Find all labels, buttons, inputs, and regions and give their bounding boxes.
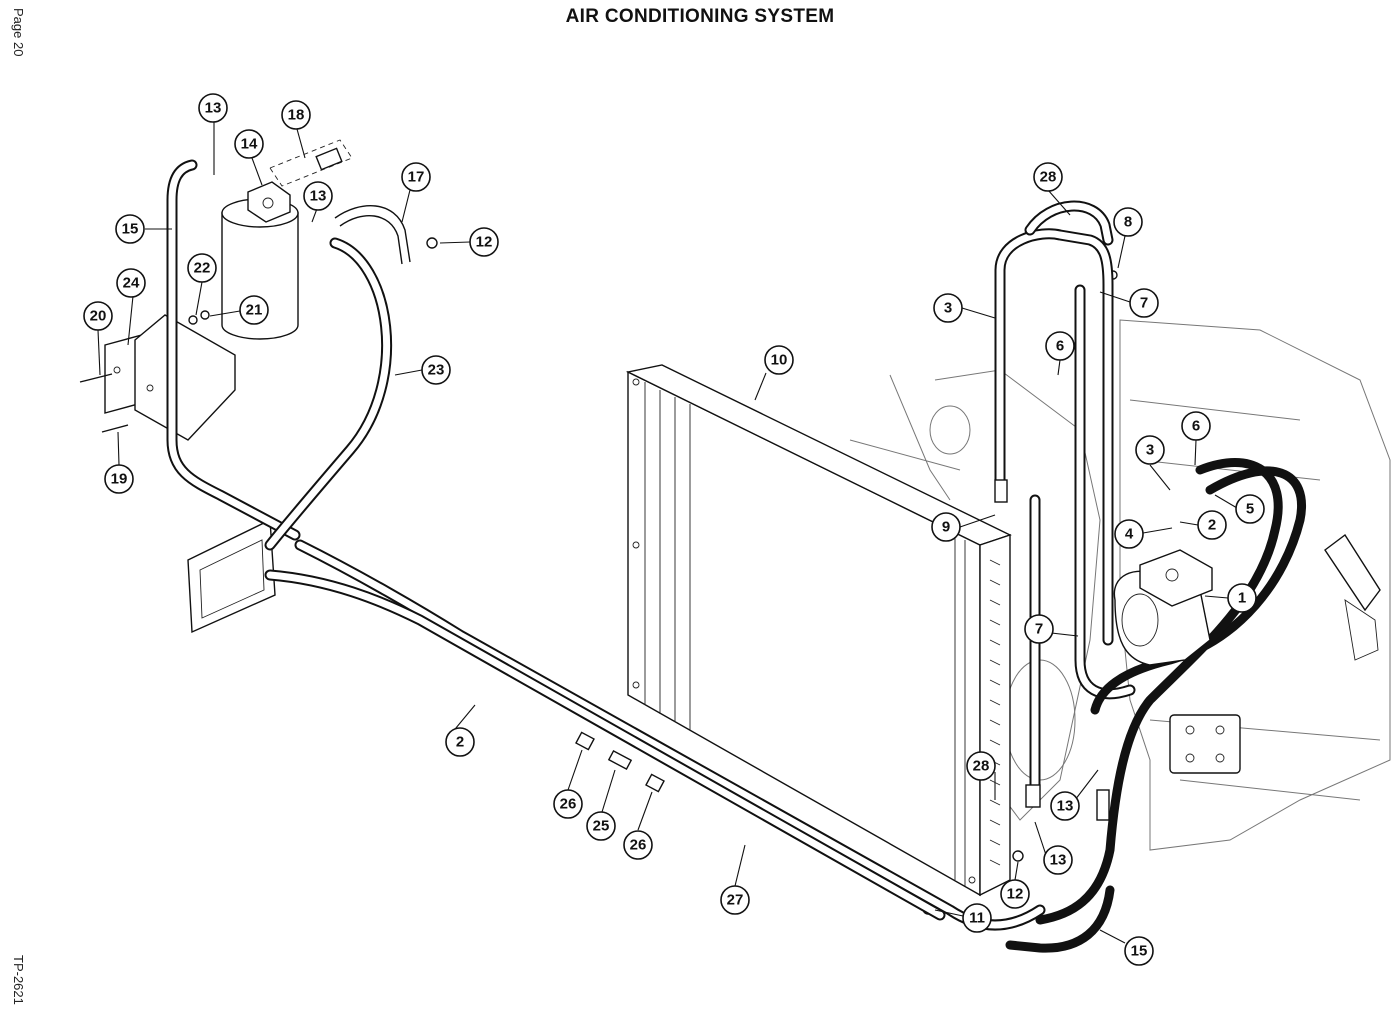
compressor — [1113, 549, 1213, 666]
callout-label: 15 — [1131, 943, 1148, 960]
diagram-title: AIR CONDITIONING SYSTEM — [565, 6, 835, 27]
callout-label: 11 — [969, 910, 985, 927]
callout-4: 4 — [1114, 519, 1144, 549]
callout-6a: 6 — [1045, 331, 1075, 361]
callout-13d: 13 — [1043, 845, 1073, 875]
callout-label: 4 — [1125, 526, 1134, 543]
callout-28a: 28 — [1033, 162, 1063, 192]
leader-lines — [97, 121, 1238, 944]
callout-13c: 13 — [1050, 791, 1080, 821]
callout-label: 13 — [205, 100, 222, 117]
callout-7b: 7 — [1024, 614, 1054, 644]
callout-9: 9 — [931, 512, 961, 542]
callout-label: 12 — [1007, 886, 1024, 903]
callout-19: 19 — [104, 464, 134, 494]
callout-label: 22 — [194, 260, 211, 277]
callout-26a: 26 — [553, 789, 583, 819]
callout-label: 1 — [1238, 590, 1246, 607]
callout-26b: 26 — [623, 830, 653, 860]
callout-5: 5 — [1235, 494, 1265, 524]
callout-label: 23 — [428, 362, 445, 379]
callout-10: 10 — [764, 345, 794, 375]
callout-label: 13 — [1057, 798, 1074, 815]
callout-label: 27 — [727, 892, 744, 909]
callout-12b: 12 — [1000, 879, 1030, 909]
callout-label: 18 — [288, 107, 305, 124]
callout-28b: 28 — [966, 751, 996, 781]
callout-24: 24 — [116, 268, 146, 298]
callout-20: 20 — [83, 301, 113, 331]
callout-22: 22 — [187, 253, 217, 283]
callout-label: 7 — [1140, 295, 1148, 312]
callout-18: 18 — [281, 100, 311, 130]
callout-label: 28 — [1040, 169, 1057, 186]
callout-21: 21 — [239, 295, 269, 325]
hose-fittings — [575, 479, 1110, 821]
callout-17: 17 — [401, 162, 431, 192]
callout-13a: 13 — [198, 93, 228, 123]
callout-13b: 13 — [303, 181, 333, 211]
callout-label: 24 — [123, 275, 140, 292]
refrigerant-hoses — [166, 159, 1306, 953]
callout-label: 17 — [408, 169, 425, 186]
callout-15b: 15 — [1124, 936, 1154, 966]
callout-11: 11 — [962, 903, 992, 933]
callout-12a: 12 — [469, 227, 499, 257]
callout-label: 8 — [1124, 214, 1132, 231]
callout-27: 27 — [720, 885, 750, 915]
callout-14: 14 — [234, 129, 264, 159]
callout-label: 26 — [560, 796, 577, 813]
engine-block — [1119, 319, 1391, 851]
callout-7a: 7 — [1129, 288, 1159, 318]
callout-label: 2 — [456, 734, 464, 751]
callout-label: 10 — [771, 352, 788, 369]
callout-label: 19 — [111, 471, 128, 488]
condenser — [625, 364, 1012, 897]
callout-label: 2 — [1208, 517, 1216, 534]
callout-label: 6 — [1192, 418, 1200, 435]
callout-label: 21 — [246, 302, 263, 319]
callout-label: 7 — [1035, 621, 1043, 638]
callout-label: 26 — [630, 837, 647, 854]
callout-label: 3 — [1146, 442, 1154, 459]
callout-label: 5 — [1246, 501, 1254, 518]
callout-3b: 3 — [1135, 435, 1165, 465]
callout-label: 12 — [476, 234, 493, 251]
pressure-switch-outline — [269, 139, 353, 187]
clamp-strap — [334, 205, 411, 263]
callout-1: 1 — [1227, 583, 1257, 613]
callout-label: 6 — [1056, 338, 1064, 355]
callout-label: 13 — [310, 188, 327, 205]
callout-23: 23 — [421, 355, 451, 385]
callout-2b: 2 — [1197, 510, 1227, 540]
callout-label: 13 — [1050, 852, 1067, 869]
callout-label: 3 — [944, 300, 952, 317]
callout-label: 15 — [122, 221, 139, 238]
callout-label: 9 — [942, 519, 950, 536]
callout-label: 20 — [90, 308, 107, 325]
callout-label: 14 — [241, 136, 258, 153]
callout-6b: 6 — [1181, 411, 1211, 441]
callout-2a: 2 — [445, 727, 475, 757]
callout-8: 8 — [1113, 207, 1143, 237]
mounting-bracket — [104, 314, 276, 634]
callout-15a: 15 — [115, 214, 145, 244]
callout-label: 25 — [593, 818, 610, 835]
callout-3a: 3 — [933, 293, 963, 323]
callout-25: 25 — [586, 811, 616, 841]
callout-label: 28 — [973, 758, 990, 775]
